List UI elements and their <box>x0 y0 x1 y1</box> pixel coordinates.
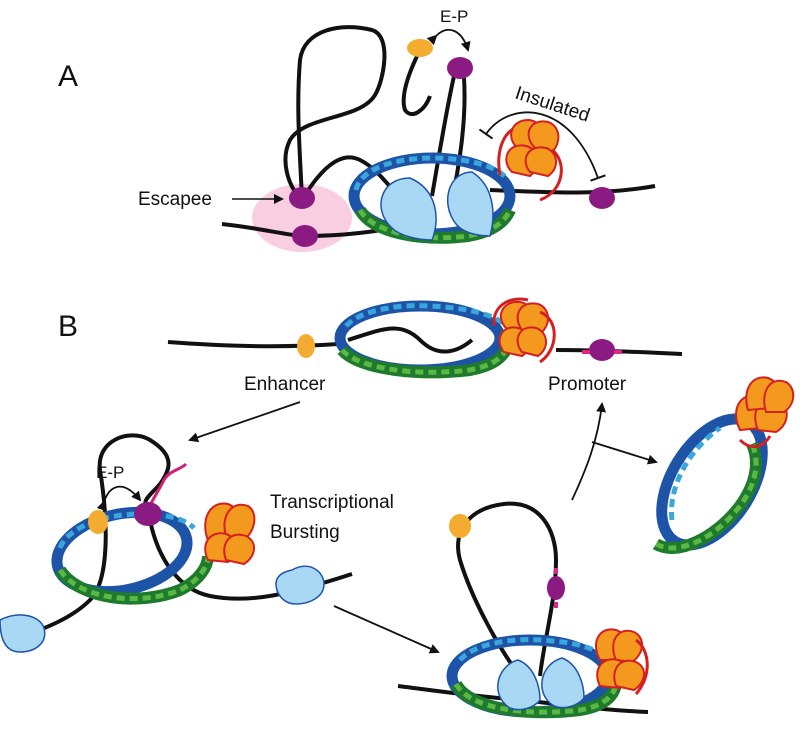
promoter <box>134 502 162 526</box>
ep-label-bottom: E-P <box>96 463 124 482</box>
panel-b: B Enhancer Promoter <box>0 297 795 719</box>
promoter <box>289 187 315 209</box>
escapee-label: Escapee <box>138 189 212 210</box>
dna-strand <box>347 326 474 354</box>
promoter <box>447 57 473 79</box>
ctcf-dimer <box>492 297 556 364</box>
insulation-arc <box>478 111 606 182</box>
enhancer <box>297 334 315 358</box>
promoter <box>589 187 615 209</box>
promoter <box>547 576 565 600</box>
transition-arrow <box>591 441 658 465</box>
panel-b-letter: B <box>58 310 78 343</box>
dna-loop <box>17 433 171 640</box>
polymerase <box>447 171 494 237</box>
cohesin-ring <box>334 300 512 379</box>
panel-a: A <box>58 7 656 252</box>
polymerase <box>275 565 325 605</box>
enhancer-label: Enhancer <box>244 374 326 395</box>
dna-loop <box>401 49 432 116</box>
dna-strand <box>167 340 339 349</box>
bursting-label-line2: Bursting <box>270 522 340 543</box>
polymerase <box>541 657 585 709</box>
ep-label-top: E-P <box>440 7 468 26</box>
promoter <box>292 225 318 247</box>
polymerase <box>497 659 541 711</box>
transition-arrow <box>571 402 607 501</box>
enhancer <box>449 514 471 538</box>
ep-interaction-arrow <box>96 485 142 512</box>
released-cohesin-state <box>652 376 795 554</box>
rna-transcript <box>146 462 188 511</box>
loop-extrusion-state <box>397 501 649 719</box>
enhancer <box>88 510 108 534</box>
panel-a-letter: A <box>58 60 78 93</box>
transition-arrow <box>188 401 301 443</box>
ep-interaction-arrow <box>426 28 471 52</box>
dna-loop <box>283 25 387 201</box>
promoter-label: Promoter <box>548 374 627 395</box>
polymerase <box>380 177 437 241</box>
promoter <box>589 339 615 361</box>
bursting-state: E-P Transcriptional Bursting <box>0 433 394 653</box>
polymerase <box>0 614 46 653</box>
bursting-label-line1: Transcriptional <box>270 492 394 513</box>
enhancer <box>407 39 433 57</box>
transition-arrow <box>333 605 440 654</box>
